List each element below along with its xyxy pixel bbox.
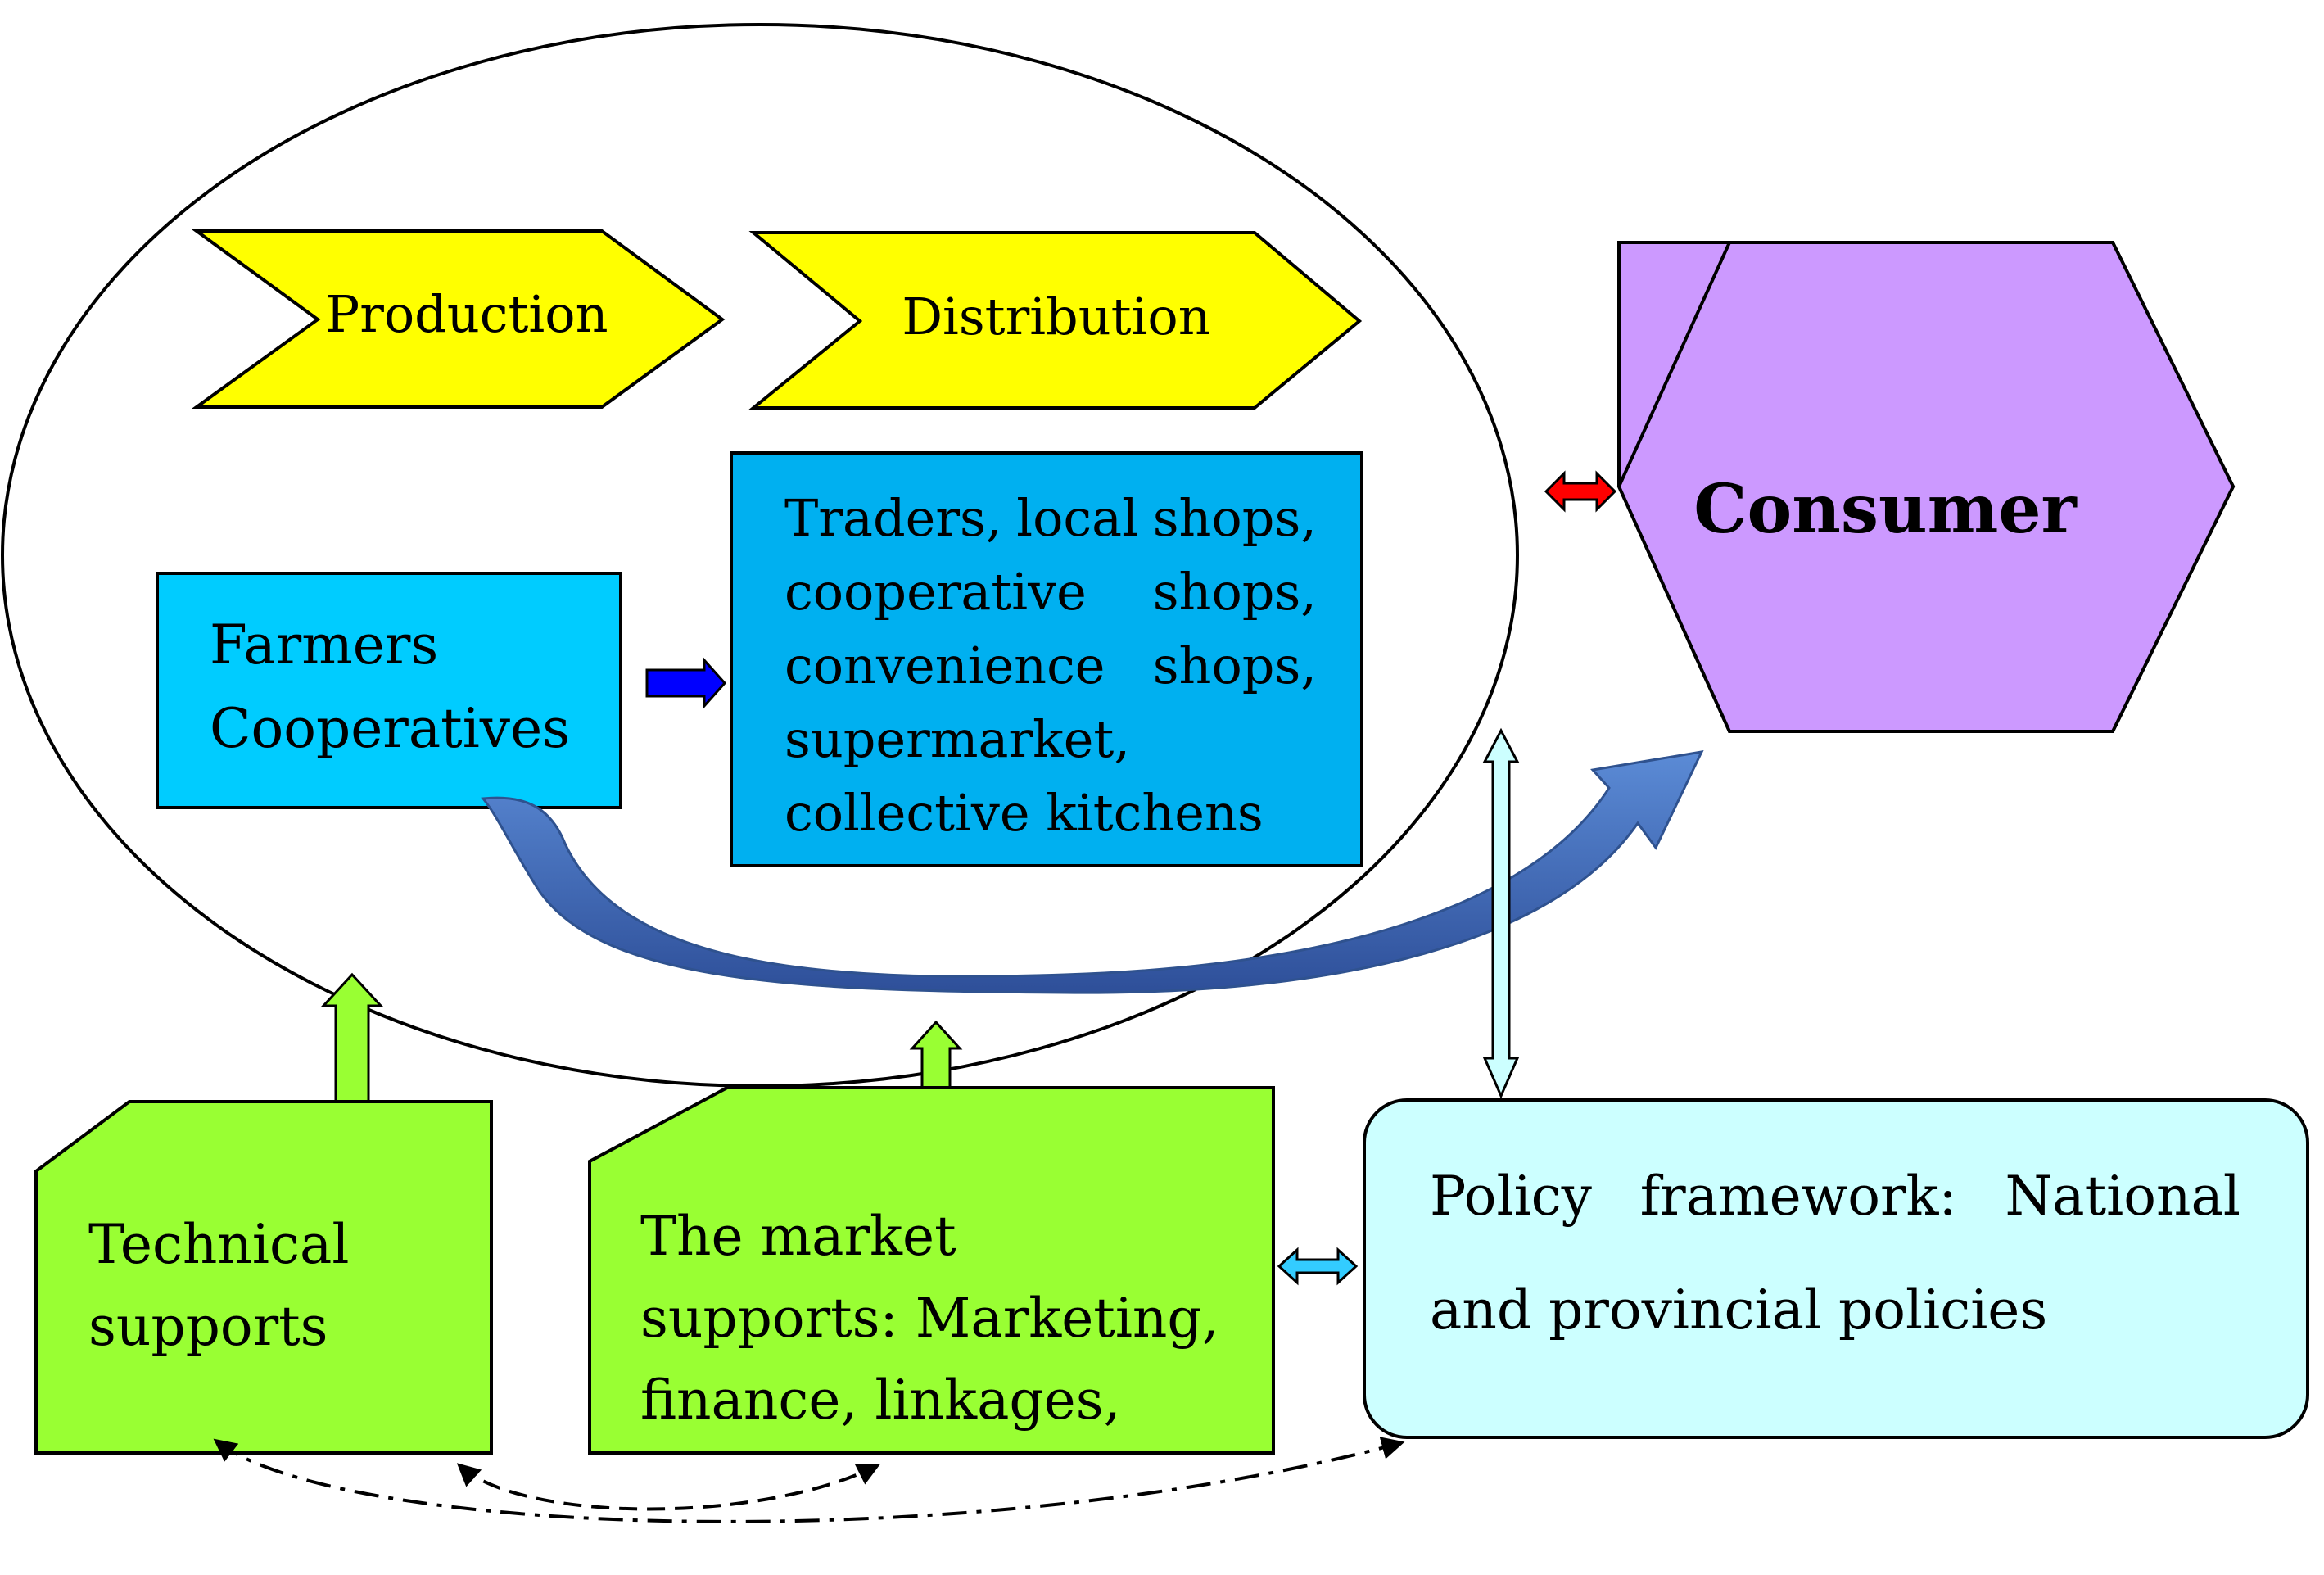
distribution-word: supermarket, xyxy=(784,709,1131,769)
red-double-arrow xyxy=(1544,470,1617,513)
policy-framework-box xyxy=(1363,1098,2309,1439)
technical-supports-box xyxy=(34,1100,493,1455)
policy-word: National xyxy=(2005,1165,2240,1228)
distribution-line-3: convenience shops, xyxy=(784,636,1317,695)
distribution-channels-box xyxy=(730,451,1363,867)
distribution-word: shops, xyxy=(1152,636,1317,695)
policy-label-line2: and provincial policies xyxy=(1430,1279,2047,1342)
market-policy-double-arrow xyxy=(1277,1247,1359,1286)
market-label-line3: finance, linkages, xyxy=(640,1369,1121,1432)
market-label-line1: The market xyxy=(640,1205,956,1268)
distribution-word: convenience xyxy=(784,636,1105,695)
production-label: Production xyxy=(325,284,608,344)
distribution-word: shops, xyxy=(1152,488,1317,548)
market-label-line2: supports: Marketing, xyxy=(640,1287,1219,1350)
farmers-label-line1: Farmers xyxy=(210,613,438,677)
farmers-label-line2: Cooperatives xyxy=(210,697,570,760)
policy-word: framework: xyxy=(1639,1165,1957,1228)
consumer-hexagon-shape xyxy=(1616,241,2236,733)
technical-market-dashed-link xyxy=(456,1463,881,1511)
distribution-word: collective kitchens xyxy=(784,783,1264,843)
distribution-word: local xyxy=(1016,488,1138,548)
distribution-word: Traders, xyxy=(784,488,1002,548)
distribution-line-4: supermarket, xyxy=(784,709,1130,769)
distribution-line-1: Traders, local shops, xyxy=(784,488,1317,548)
technical-policy-dashdot-link xyxy=(213,1437,1405,1523)
blue-flow-arrow xyxy=(645,657,727,709)
technical-label-line1: Technical xyxy=(88,1213,349,1276)
distribution-line-5: collective kitchens xyxy=(784,783,1264,843)
policy-consumer-double-arrow xyxy=(1482,727,1520,1099)
distribution-chevron xyxy=(748,231,1363,410)
distribution-word: cooperative xyxy=(784,562,1087,622)
policy-label-line1: Policy framework: National xyxy=(1430,1165,2240,1228)
policy-word: Policy xyxy=(1430,1165,1592,1228)
farmers-cooperatives-box xyxy=(156,572,622,809)
production-chevron xyxy=(191,229,726,409)
distribution-word: shops, xyxy=(1152,562,1317,622)
consumer-label: Consumer xyxy=(1693,470,2078,549)
direct-sales-curved-arrow xyxy=(481,750,1704,994)
technical-label-line2: supports xyxy=(88,1295,328,1358)
distribution-line-2: cooperative shops, xyxy=(784,562,1317,622)
distribution-label: Distribution xyxy=(902,287,1210,346)
